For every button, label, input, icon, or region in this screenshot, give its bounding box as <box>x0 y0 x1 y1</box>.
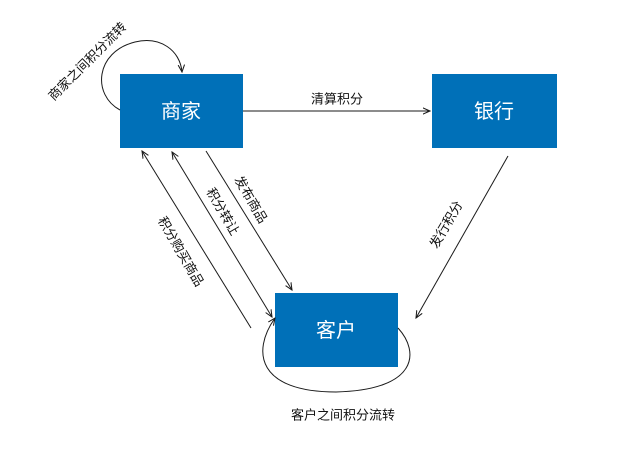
node-merchant: 商家 <box>120 74 243 148</box>
edge-customer-loop-label: 客户之间积分流转 <box>291 408 395 424</box>
node-merchant-box <box>120 74 243 148</box>
edge-merchant-loop-label: 商家之间积分流转 <box>45 19 130 104</box>
edge-issue-points-label: 发行积分 <box>427 198 467 251</box>
node-customer-box <box>275 293 398 367</box>
node-merchant-label: 商家 <box>161 99 201 123</box>
edge-customer-loop <box>262 318 411 393</box>
node-customer-label: 客户 <box>316 318 356 342</box>
node-bank: 银行 <box>432 74 557 148</box>
edge-buy-goods <box>142 151 252 329</box>
edge-merchant-loop <box>101 40 182 111</box>
edge-issue-points <box>416 155 509 318</box>
edge-buy-goods-label: 积分购买商品 <box>154 214 207 290</box>
node-customer: 客户 <box>275 293 398 367</box>
node-bank-box <box>432 74 557 148</box>
edge-clearing-label: 清算积分 <box>311 93 363 108</box>
edge-points-transfer <box>172 152 272 317</box>
node-bank-label: 银行 <box>474 99 514 123</box>
